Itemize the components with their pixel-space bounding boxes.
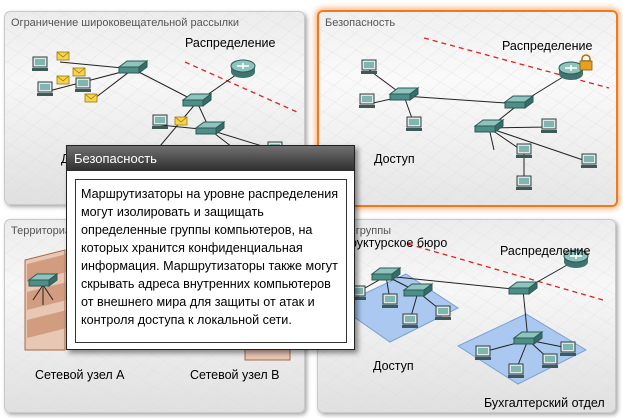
computer-icon	[559, 341, 577, 357]
computer-icon	[541, 353, 559, 369]
computer-icon	[151, 114, 169, 130]
panel-logical-groups[interactable]: еские группы руктурское бюро Распределен…	[317, 219, 616, 413]
network-diagram-logical	[318, 220, 615, 412]
label-site-a: Сетевой узел A	[35, 368, 125, 382]
computer-icon	[515, 175, 533, 191]
popup-text: Маршрутизаторы на уровне распределения м…	[81, 187, 339, 327]
computer-icon	[358, 93, 376, 109]
envelope-icon	[174, 116, 188, 126]
router-icon	[230, 59, 256, 79]
label-group-2: Бухгалтерский отдел	[484, 396, 605, 410]
label-group-1: руктурское бюро	[350, 236, 448, 250]
panel-title: Ограничение широковещательной рассылки	[11, 17, 240, 29]
info-popup[interactable]: Безопасность Маршрутизаторы на уровне ра…	[66, 145, 355, 350]
envelope-icon	[72, 67, 86, 77]
panel-title: Территориал	[11, 225, 78, 237]
panel-title: Безопасность	[325, 17, 396, 29]
envelope-icon	[56, 75, 70, 85]
computer-icon	[36, 81, 54, 97]
computer-icon	[401, 313, 419, 329]
computer-icon	[381, 293, 399, 309]
computer-icon	[360, 59, 378, 75]
envelope-icon	[56, 51, 70, 61]
label-access: Доступ	[374, 152, 415, 166]
computer-icon	[507, 363, 525, 379]
computer-icon	[31, 56, 49, 72]
popup-title: Безопасность	[67, 146, 354, 171]
router-icon	[558, 61, 584, 81]
label-access: Доступ	[373, 359, 414, 373]
panel-security[interactable]: Безопасность Распределение Доступ	[317, 10, 618, 207]
building-a	[24, 249, 67, 351]
envelope-icon	[84, 93, 98, 103]
label-distribution: Распределение	[500, 244, 591, 258]
floor-group-2	[456, 313, 588, 385]
computer-icon	[474, 345, 492, 361]
computer-icon	[405, 116, 423, 132]
computer-icon	[515, 143, 533, 159]
network-diagram-security	[319, 12, 616, 205]
label-distribution: Распределение	[502, 39, 593, 53]
popup-body: Маршрутизаторы на уровне распределения м…	[75, 179, 347, 343]
computer-icon	[434, 305, 452, 321]
computer-icon	[74, 77, 92, 93]
label-access-partial: Д	[61, 152, 69, 166]
computer-icon	[540, 118, 558, 134]
computer-icon	[580, 153, 598, 169]
label-distribution: Распределение	[185, 36, 276, 50]
label-site-b: Сетевой узел B	[190, 368, 280, 382]
